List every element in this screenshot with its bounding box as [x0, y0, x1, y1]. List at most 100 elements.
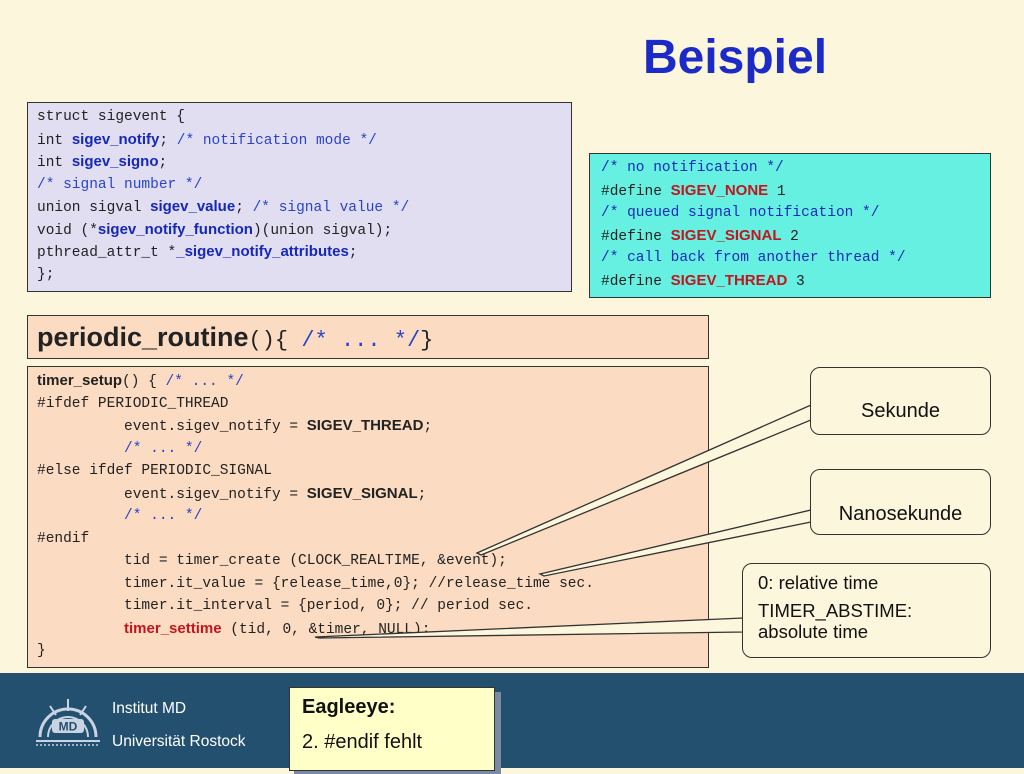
field-sigev-value: sigev_value	[150, 198, 236, 215]
define-sigev-signal: SIGEV_SIGNAL	[670, 226, 782, 244]
code-comment: /* ... */	[165, 374, 244, 390]
code-line: periodic_routine(){ /* ... */}	[37, 316, 708, 358]
code-line: timer_setup() { /* ... */	[37, 370, 708, 393]
code-text: int	[37, 155, 72, 171]
code-text: 2	[781, 228, 799, 245]
code-line: #else ifdef PERIODIC_SIGNAL	[37, 460, 708, 483]
timer-settime-keyword: timer_settime	[124, 619, 222, 637]
code-text: ;	[235, 200, 253, 216]
code-line: timer.it_interval = {period, 0}; // peri…	[37, 595, 708, 618]
code-line: #define SIGEV_SIGNAL 2	[601, 225, 990, 248]
code-comment: /* ... */	[37, 440, 203, 457]
code-text: (tid, 0, &timer, NULL);	[221, 621, 431, 638]
code-comment: /* call back from another thread */	[601, 250, 906, 266]
code-line: struct sigevent {	[37, 106, 571, 129]
code-text: ;	[158, 155, 168, 171]
function-name: timer_setup	[37, 372, 123, 389]
code-text: event.sigev_notify =	[37, 486, 307, 503]
code-text: #define	[601, 183, 671, 200]
code-line: #ifdef PERIODIC_THREAD	[37, 393, 708, 416]
code-line: pthread_attr_t *_sigev_notify_attributes…	[37, 241, 571, 264]
sigev-define-code: /* no notification */ #define SIGEV_NONE…	[589, 153, 991, 298]
field-sigev-notify-function: sigev_notify_function	[97, 220, 253, 238]
code-text: 1	[768, 183, 786, 200]
code-line: tid = timer_create (CLOCK_REALTIME, &eve…	[37, 550, 708, 573]
code-text: struct sigevent {	[37, 109, 185, 125]
code-text: ;	[417, 486, 427, 503]
slide-title: Beispiel	[642, 31, 828, 84]
code-line: #define SIGEV_NONE 1	[601, 180, 990, 203]
footer-bar: MD Institut MD Universität Rostock Eagle…	[0, 673, 1024, 774]
eagleeye-title: Eagleeye:	[302, 696, 396, 718]
code-comment: /* ... */	[37, 508, 203, 524]
callout-sekunde: Sekunde	[810, 367, 991, 435]
field-sigev-notify-attributes: _sigev_notify_attributes	[176, 243, 349, 260]
struct-sigevent-code: struct sigevent { int sigev_notify; /* n…	[27, 102, 572, 292]
field-sigev-notify: sigev_notify	[71, 130, 160, 148]
code-line: timer.it_value = {release_time,0}; //rel…	[37, 573, 708, 596]
code-text: () {	[122, 374, 166, 390]
code-text: }	[420, 328, 434, 353]
callout-text: 0: relative time	[758, 572, 879, 593]
callout-text: absolute time	[758, 621, 869, 642]
code-text: };	[37, 266, 55, 283]
code-comment: /* ... */	[288, 328, 421, 353]
callout-nanosekunde: Nanosekunde	[810, 469, 991, 535]
code-line: union sigval sigev_value; /* signal valu…	[37, 196, 571, 219]
callout-text: Nanosekunde	[838, 503, 963, 525]
code-text: #ifdef PERIODIC_THREAD	[37, 395, 229, 412]
callout-relative-time: 0: relative time TIMER_ABSTIME: absolute…	[742, 563, 991, 658]
code-text: )(union sigval);	[252, 222, 393, 239]
timer-setup-code: timer_setup() { /* ... */ #ifdef PERIODI…	[27, 366, 709, 668]
code-text: void (*	[37, 222, 98, 239]
institute-logo: MD	[36, 699, 100, 746]
sigev-thread-keyword: SIGEV_THREAD	[306, 417, 424, 434]
code-text: timer.it_interval = {period, 0}; // peri…	[37, 598, 533, 614]
code-text: union sigval	[37, 200, 151, 216]
code-line: /* call back from another thread */	[601, 247, 990, 270]
institute-name: Institut MD	[112, 700, 187, 717]
code-comment: /* queued signal notification */	[601, 205, 880, 221]
code-line: event.sigev_notify = SIGEV_THREAD;	[37, 415, 708, 438]
code-text: tid = timer_create (CLOCK_REALTIME, &eve…	[37, 553, 507, 569]
code-text: ;	[348, 245, 358, 261]
callout-text: Sekunde	[861, 400, 940, 422]
eagleeye-text: 2. #endif fehlt	[302, 731, 423, 753]
code-text: #else ifdef PERIODIC_SIGNAL	[37, 463, 272, 479]
code-line: };	[37, 264, 571, 287]
code-line: /* ... */	[37, 505, 708, 528]
code-comment: /* notification mode */	[176, 132, 377, 149]
code-line: int sigev_notify; /* notification mode *…	[37, 129, 571, 152]
code-text: int	[37, 132, 72, 149]
university-name: Universität Rostock	[112, 733, 246, 750]
code-line: timer_settime (tid, 0, &timer, NULL);	[37, 618, 708, 641]
callout-text: TIMER_ABSTIME:	[758, 600, 913, 621]
code-line: }	[37, 640, 708, 663]
code-text: pthread_attr_t *	[37, 245, 177, 261]
code-line: event.sigev_notify = SIGEV_SIGNAL;	[37, 483, 708, 506]
code-text: ;	[423, 419, 433, 435]
code-line: int sigev_signo;	[37, 151, 571, 174]
code-line: #endif	[37, 528, 708, 551]
code-comment: /* signal number */	[37, 176, 203, 193]
code-text: #define	[601, 273, 671, 290]
field-sigev-signo: sigev_signo	[71, 153, 159, 170]
code-line: /* queued signal notification */	[601, 202, 990, 225]
eagleeye-note: Eagleeye: 2. #endif fehlt	[289, 687, 495, 771]
define-sigev-none: SIGEV_NONE	[670, 181, 769, 199]
code-text: #endif	[37, 530, 90, 547]
periodic-routine-code: periodic_routine(){ /* ... */}	[27, 315, 709, 359]
code-line: /* ... */	[37, 438, 708, 461]
code-text: #define	[601, 228, 671, 245]
code-text: event.sigev_notify =	[37, 419, 307, 435]
code-line: /* signal number */	[37, 174, 571, 197]
code-comment: /* signal value */	[252, 200, 410, 216]
code-text	[37, 622, 124, 638]
code-text: timer.it_value = {release_time,0}; //rel…	[37, 575, 594, 592]
code-line: #define SIGEV_THREAD 3	[601, 270, 990, 293]
code-line: /* no notification */	[601, 157, 990, 180]
function-name: periodic_routine	[37, 322, 249, 352]
code-text: (){	[248, 328, 289, 353]
code-text: }	[37, 643, 46, 659]
code-text: ;	[159, 132, 177, 149]
